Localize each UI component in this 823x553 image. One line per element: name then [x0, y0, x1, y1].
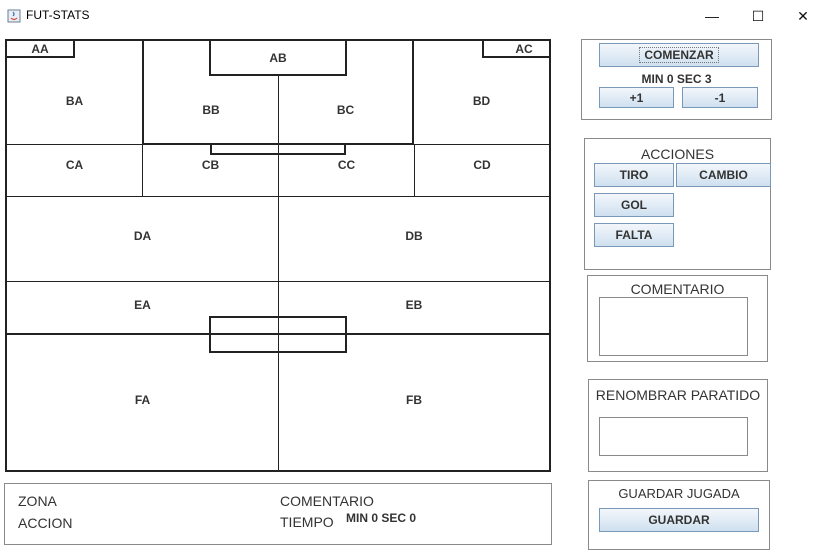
midfield-box	[209, 316, 347, 353]
row-line-b-right	[414, 144, 550, 145]
comment-panel: COMENTARIO	[587, 275, 768, 362]
timer-display: MIN 0 SEC 3	[641, 72, 712, 86]
field-top-line	[5, 39, 551, 41]
col-line-c3	[414, 145, 415, 196]
zone-ab[interactable]: AB	[269, 50, 287, 65]
timer-panel: COMENZAR MIN 0 SEC 3 +1 -1	[581, 39, 772, 120]
zone-cd[interactable]: CD	[473, 158, 491, 172]
zone-fa[interactable]: FA	[134, 393, 151, 407]
java-app-icon	[7, 9, 21, 23]
accion-label: ACCION	[18, 515, 73, 531]
zone-cb[interactable]: CB	[201, 158, 220, 172]
zone-ba[interactable]: BA	[65, 93, 84, 108]
maximize-icon: ☐	[751, 7, 765, 24]
falta-button[interactable]: FALTA	[594, 223, 674, 247]
save-title: GUARDAR JUGADA	[618, 486, 740, 501]
field-left-line	[5, 39, 7, 472]
corner-box-left-side	[73, 39, 75, 58]
corner-box-left-bottom	[5, 56, 74, 58]
title-bar: FUT-STATS — ☐ ✕	[0, 0, 823, 32]
comenzar-button[interactable]: COMENZAR	[599, 43, 759, 67]
zone-eb[interactable]: EB	[405, 297, 423, 312]
row-line-b-left	[7, 144, 142, 145]
zone-fb[interactable]: FB	[406, 393, 422, 407]
corner-box-right-bottom	[482, 56, 551, 58]
zone-bc[interactable]: BC	[336, 102, 355, 117]
zone-ea[interactable]: EA	[134, 297, 151, 312]
col-line-c1	[142, 145, 143, 196]
row-line-e	[7, 333, 550, 335]
zone-bd[interactable]: BD	[472, 93, 491, 108]
minus-one-button[interactable]: -1	[682, 87, 758, 108]
vertical-center-line	[278, 76, 279, 472]
comment-title: COMENTARIO	[630, 281, 725, 297]
zone-aa[interactable]: AA	[31, 42, 49, 56]
tiempo-value: MIN 0 SEC 0	[346, 511, 417, 525]
close-button[interactable]: ✕	[780, 0, 823, 32]
minimize-icon: —	[705, 8, 719, 24]
row-line-c	[7, 196, 550, 197]
zone-db[interactable]: DB	[405, 228, 423, 243]
goalbox-bottom-line	[209, 74, 347, 76]
plus-one-button[interactable]: +1	[599, 87, 674, 108]
comenzar-button-label: COMENZAR	[639, 47, 719, 63]
corner-box-right-side	[482, 39, 484, 58]
rename-panel: RENOMBRAR PARATIDO	[588, 379, 768, 472]
cambio-button[interactable]: CAMBIO	[676, 163, 771, 187]
zone-ca[interactable]: CA	[65, 158, 84, 172]
zone-da[interactable]: DA	[133, 228, 152, 243]
gol-button[interactable]: GOL	[594, 193, 674, 217]
actions-title: ACCIONES	[640, 146, 715, 162]
row-line-d	[7, 281, 550, 282]
penalty-right-line	[412, 39, 414, 145]
guardar-button[interactable]: GUARDAR	[599, 508, 759, 532]
minimize-button[interactable]: —	[689, 0, 735, 32]
goalbox-left-line	[209, 39, 211, 76]
field-right-line	[549, 39, 551, 472]
zone-cc[interactable]: CC	[337, 158, 356, 172]
summary-panel: ZONA ACCION COMENTARIO TIEMPO MIN 0 SEC …	[4, 483, 552, 545]
save-panel: GUARDAR JUGADA GUARDAR	[588, 480, 770, 550]
tiempo-label: TIEMPO	[280, 514, 334, 530]
actions-panel: ACCIONES TIRO CAMBIO GOL FALTA	[584, 138, 771, 270]
comentario-label: COMENTARIO	[280, 493, 374, 509]
rename-title: RENOMBRAR PARATIDO	[595, 387, 761, 403]
comment-textarea[interactable]	[599, 297, 748, 356]
zona-label: ZONA	[18, 493, 57, 509]
goalbox-right-line	[345, 39, 347, 76]
tiro-button[interactable]: TIRO	[594, 163, 674, 187]
close-icon: ✕	[797, 7, 809, 24]
rename-input[interactable]	[599, 417, 748, 456]
zone-bb[interactable]: BB	[202, 102, 220, 117]
window-title: FUT-STATS	[26, 8, 90, 22]
penalty-left-line	[142, 39, 144, 145]
zone-ac[interactable]: AC	[515, 42, 533, 56]
maximize-button[interactable]: ☐	[735, 0, 781, 32]
